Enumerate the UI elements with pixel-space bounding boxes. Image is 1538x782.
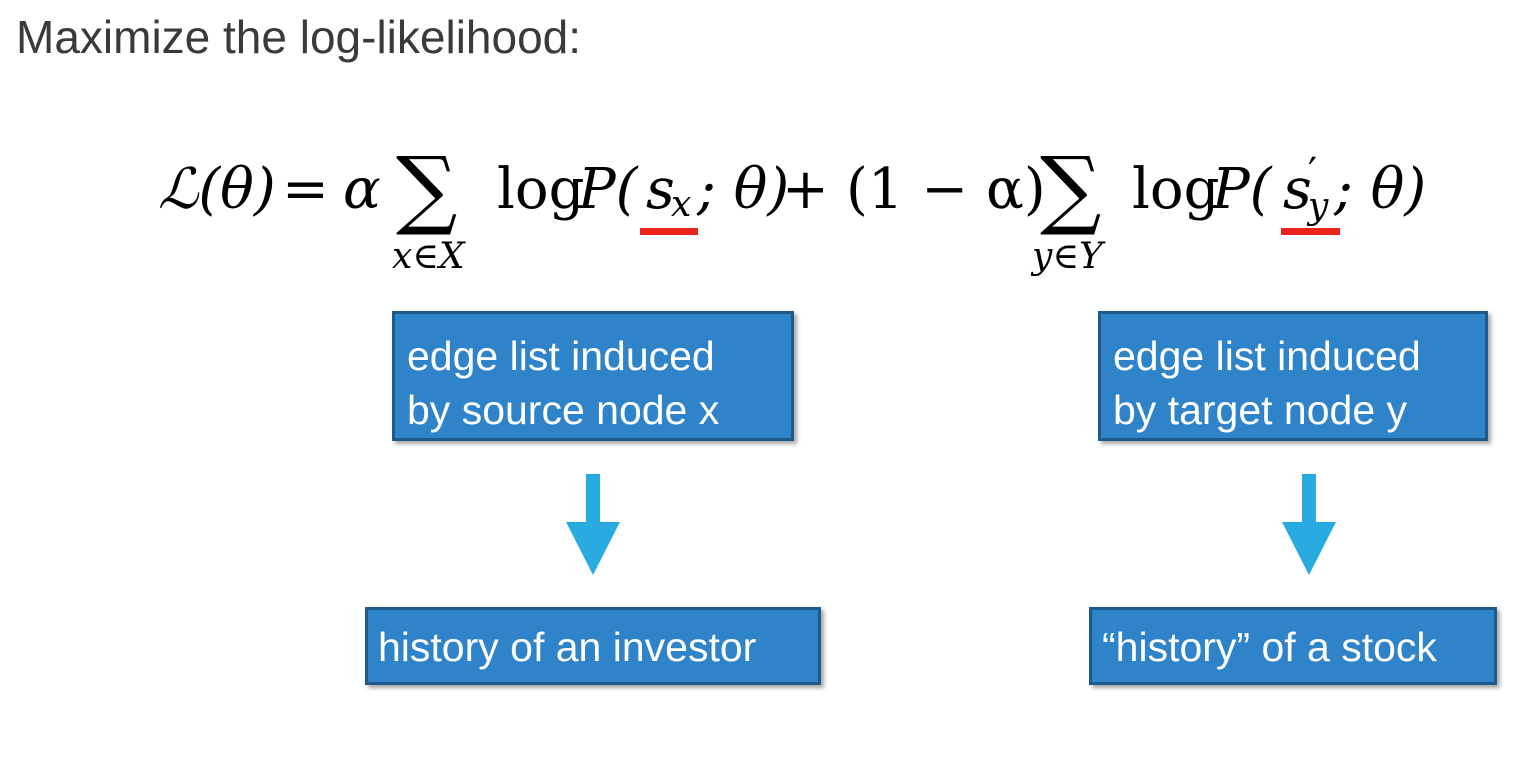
- formula-equals: =: [282, 157, 329, 222]
- formula-lhs: ℒ(θ): [158, 157, 276, 222]
- stock-history-box: “history” of a stock: [1089, 607, 1497, 685]
- s-x-subscript: x: [671, 184, 691, 225]
- source-box-line-2: by source node x: [407, 387, 720, 433]
- log-likelihood-formula: ℒ(θ) = α ∑ x∈X log P( s x ; θ) + (1 − α)…: [158, 139, 1426, 277]
- source-edge-list-box: edge list induced by source node x: [392, 311, 794, 441]
- formula-alpha: α: [343, 157, 381, 222]
- one-minus-alpha: (1 − α): [846, 157, 1046, 222]
- prob-close-1: ; θ): [696, 157, 789, 222]
- target-box-line-1: edge list induced: [1113, 333, 1421, 379]
- down-arrow-icon: [566, 474, 620, 575]
- formula-plus: +: [782, 157, 829, 222]
- log-2: log: [1132, 157, 1219, 222]
- investor-history-box: history of an investor: [365, 607, 821, 685]
- sum-subscript-1: x∈X: [392, 236, 466, 277]
- s-y-symbol: s: [1283, 157, 1312, 222]
- underline-s-y: [1281, 228, 1340, 235]
- prob-close-2: ; θ): [1333, 157, 1426, 222]
- s-y-prime: ′: [1308, 150, 1317, 196]
- s-x-symbol: s: [646, 157, 675, 222]
- prob-open-2: P(: [1211, 157, 1273, 222]
- sum-symbol-2: ∑: [1040, 139, 1101, 239]
- page-title: Maximize the log-likelihood:: [16, 11, 582, 63]
- down-arrow-icon: [1282, 474, 1336, 575]
- sum-symbol-1: ∑: [396, 139, 457, 239]
- log-1: log: [497, 157, 584, 222]
- prob-open-1: P(: [577, 157, 639, 222]
- sum-subscript-2: y∈Y: [1030, 236, 1106, 277]
- investor-history-label: history of an investor: [378, 624, 757, 670]
- underline-s-x: [640, 228, 698, 235]
- stock-history-label: “history” of a stock: [1102, 624, 1437, 670]
- target-box-line-2: by target node y: [1113, 387, 1408, 433]
- s-y-subscript: y: [1306, 186, 1329, 227]
- source-box-line-1: edge list induced: [407, 333, 715, 379]
- target-edge-list-box: edge list induced by target node y: [1098, 311, 1488, 441]
